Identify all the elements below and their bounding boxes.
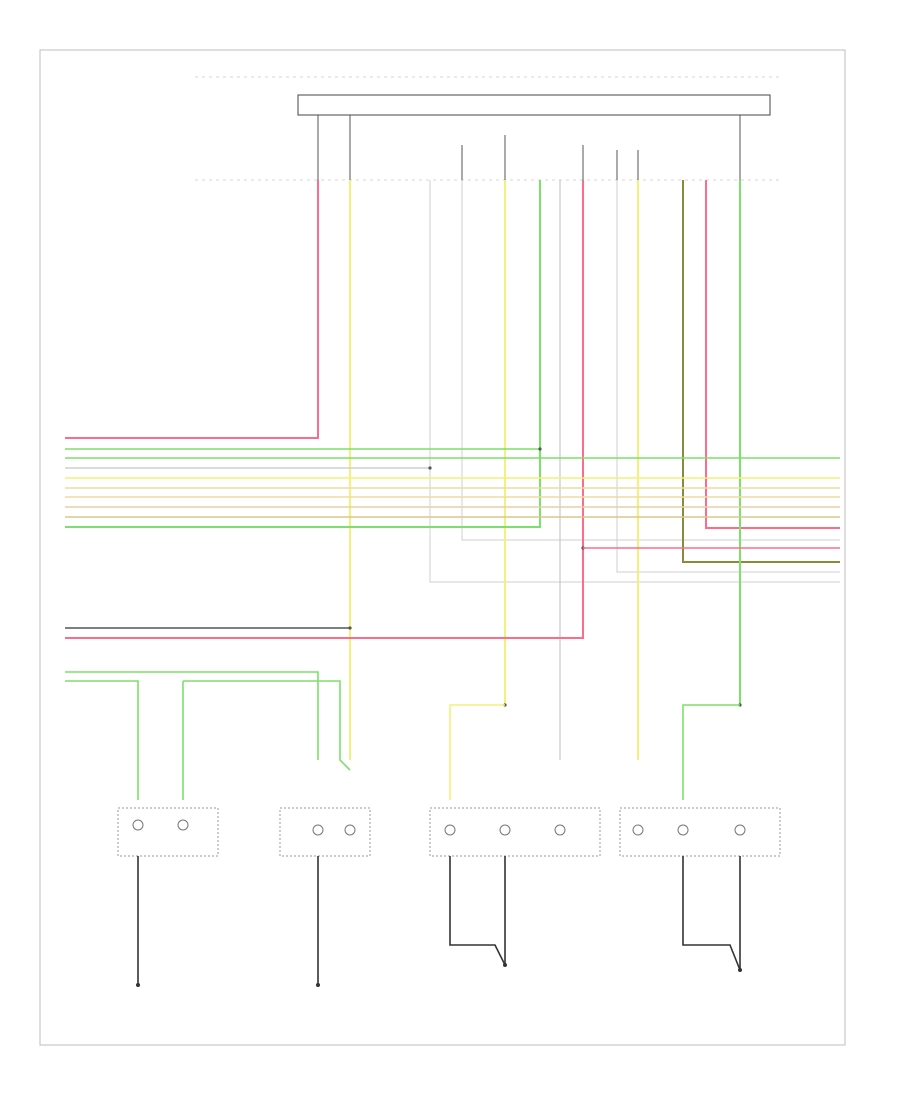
ground-1-dot xyxy=(136,983,140,987)
component-stop-lamp xyxy=(279,807,371,857)
ground-4-dot xyxy=(738,968,742,972)
wire-red-1 xyxy=(65,180,319,439)
diagram-frame xyxy=(39,49,846,1046)
component-right-combo-lamp xyxy=(429,807,601,857)
wire-gray-1 xyxy=(429,180,840,583)
component-lamp-switch xyxy=(117,807,219,857)
wire-gray-2 xyxy=(461,180,840,541)
component-left-combo-lamp xyxy=(619,807,781,857)
module-pins xyxy=(317,115,741,180)
wire-olive-1 xyxy=(682,180,840,563)
wire-red-3 xyxy=(705,180,840,529)
ground-points xyxy=(136,963,742,987)
lower-feed-wires xyxy=(65,547,840,800)
wire-green-1 xyxy=(65,180,541,528)
vertical-wires xyxy=(65,180,840,760)
ground-3-dot xyxy=(503,963,507,967)
ground-wires xyxy=(137,856,741,985)
wire-red-2 xyxy=(65,180,584,639)
harness-bus xyxy=(65,448,840,518)
ground-2-dot xyxy=(316,983,320,987)
control-module-box xyxy=(297,94,771,116)
wire-gray-4 xyxy=(616,180,840,573)
